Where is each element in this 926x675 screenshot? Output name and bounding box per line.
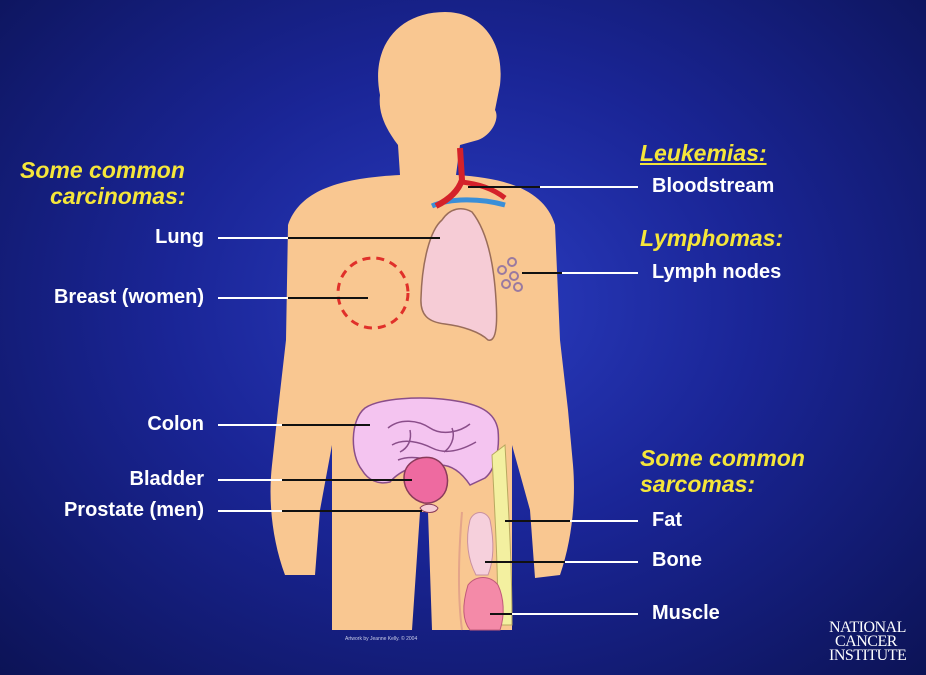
nci-logo: NATIONAL CANCER INSTITUTE: [829, 621, 906, 663]
pointer-muscle-inner: [490, 613, 512, 615]
label-lung: Lung: [155, 226, 204, 249]
pointer-fat-inner: [505, 520, 570, 522]
sarcomas-heading: Some common sarcomas:: [640, 445, 805, 497]
body-silhouette: [271, 12, 574, 630]
label-bone: Bone: [652, 549, 702, 572]
prostate-organ: [420, 504, 438, 512]
pointer-breast: [218, 297, 288, 299]
pointer-lymph: [562, 272, 638, 274]
label-breast: Breast (women): [54, 286, 204, 309]
pointer-breast-inner: [288, 297, 368, 299]
label-lymph-nodes: Lymph nodes: [652, 261, 781, 284]
pointer-lymph-inner: [522, 272, 562, 274]
pointer-bloodstream-inner: [468, 186, 540, 188]
label-prostate: Prostate (men): [64, 499, 204, 522]
leukemias-heading: Leukemias:: [640, 140, 767, 166]
muscle: [464, 578, 503, 631]
pointer-bone-inner: [485, 561, 565, 563]
label-muscle: Muscle: [652, 602, 720, 625]
pointer-bladder-inner: [282, 479, 412, 481]
label-bloodstream: Bloodstream: [652, 175, 774, 198]
label-colon: Colon: [147, 413, 204, 436]
pointer-prostate-inner: [282, 510, 422, 512]
pointer-fat: [570, 520, 638, 522]
label-fat: Fat: [652, 509, 682, 532]
pointer-bladder: [218, 479, 282, 481]
pointer-lung-inner: [288, 237, 440, 239]
pointer-muscle: [512, 613, 638, 615]
pointer-colon-inner: [282, 424, 370, 426]
lymphomas-heading: Lymphomas:: [640, 225, 783, 251]
pointer-colon: [218, 424, 282, 426]
artwork-credit: Artwork by Jeanne Kelly. © 2004: [345, 636, 417, 642]
label-bladder: Bladder: [130, 468, 204, 491]
pointer-lung: [218, 237, 288, 239]
carcinomas-heading: Some common carcinomas:: [20, 157, 186, 209]
pointer-prostate: [218, 510, 282, 512]
pointer-bloodstream: [540, 186, 638, 188]
pointer-bone: [565, 561, 638, 563]
